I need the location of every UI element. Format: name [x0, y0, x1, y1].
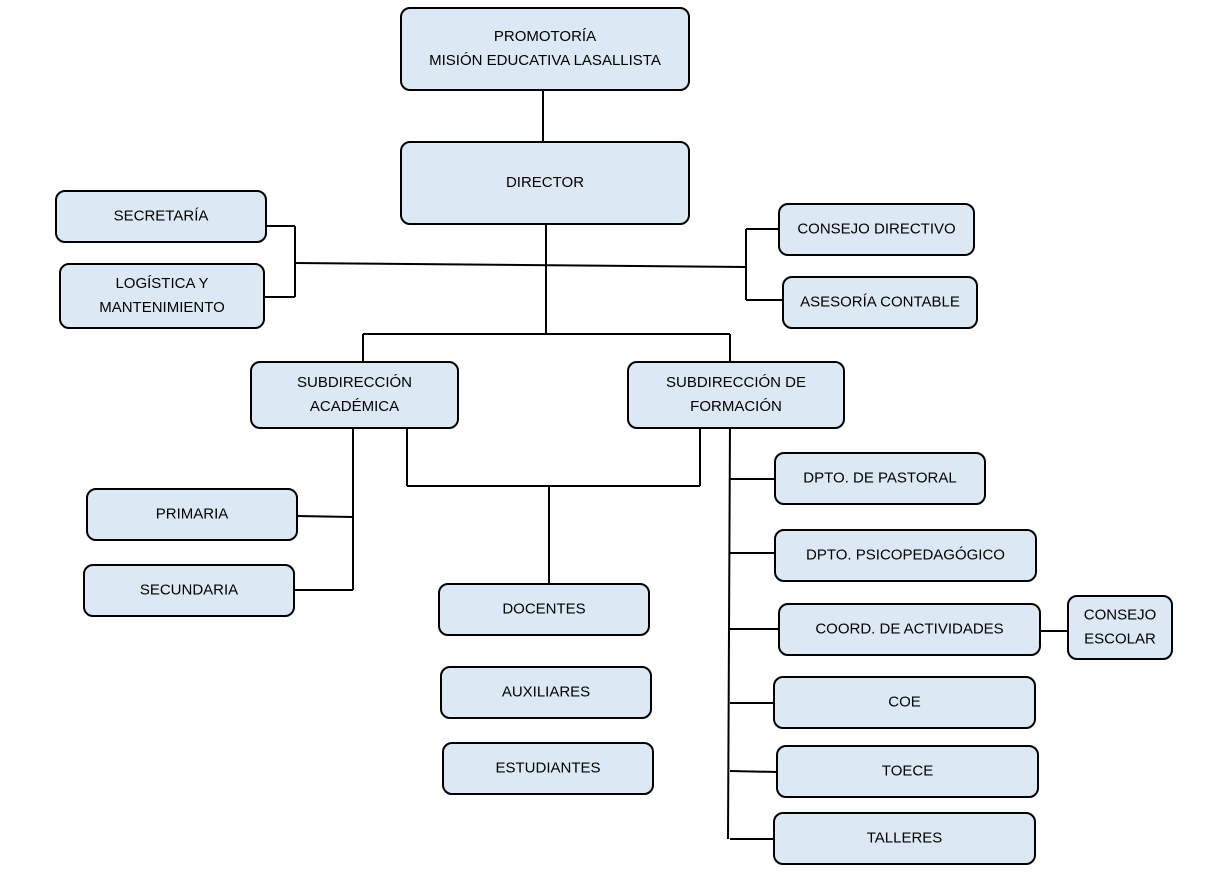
connector [727, 423, 731, 840]
box-dpto-psico: DPTO. PSICOPEDAGÓGICO [774, 529, 1037, 582]
box-label: PROMOTORÍA [494, 28, 596, 45]
box-secretaria: SECRETARÍA [55, 190, 267, 243]
box-label: ASESORÍA CONTABLE [800, 293, 960, 310]
box-label: TALLERES [867, 829, 943, 846]
box-frame [400, 141, 690, 225]
box-label: MISIÓN EDUCATIVA LASALLISTA [429, 52, 661, 69]
box-frame [782, 276, 978, 329]
box-label: CONSEJO DIRECTIVO [797, 220, 955, 237]
box-frame [773, 812, 1036, 865]
box-label: PRIMARIA [156, 505, 229, 522]
box-docentes: DOCENTES [438, 583, 650, 636]
box-label: LOGÍSTICA Y [115, 275, 208, 292]
box-label: DIRECTOR [506, 174, 584, 191]
box-label: SECUNDARIA [140, 581, 238, 598]
box-label: MANTENIMIENTO [99, 299, 225, 316]
box-frame [442, 742, 654, 795]
box-frame [250, 361, 459, 429]
box-asesoria-contable: ASESORÍA CONTABLE [782, 276, 978, 329]
box-frame [627, 361, 845, 429]
box-label: SECRETARÍA [114, 207, 209, 224]
box-label: DPTO. DE PASTORAL [803, 469, 956, 486]
box-frame [438, 583, 650, 636]
box-label: CONSEJO [1084, 606, 1157, 623]
box-label: SUBDIRECCIÓN [297, 374, 412, 391]
box-label: FORMACIÓN [690, 398, 782, 415]
box-label: ESTUDIANTES [495, 759, 600, 776]
box-sub-formacion: SUBDIRECCIÓN DE FORMACIÓN [627, 361, 845, 429]
box-label: DPTO. PSICOPEDAGÓGICO [806, 546, 1005, 563]
box-label: SUBDIRECCIÓN DE [666, 374, 806, 391]
box-label: COORD. DE ACTIVIDADES [815, 620, 1003, 637]
box-coe: COE [773, 676, 1036, 729]
box-frame [86, 488, 298, 541]
box-frame [83, 564, 295, 617]
box-promotoria: PROMOTORÍA MISIÓN EDUCATIVA LASALLISTA [400, 7, 690, 91]
box-auxiliares: AUXILIARES [440, 666, 652, 719]
connector [729, 770, 778, 773]
box-estudiantes: ESTUDIANTES [442, 742, 654, 795]
box-label: TOECE [882, 762, 933, 779]
connector [294, 262, 747, 268]
connectors [264, 90, 1068, 840]
box-talleres: TALLERES [773, 812, 1036, 865]
box-primaria: PRIMARIA [86, 488, 298, 541]
box-toece: TOECE [776, 745, 1039, 798]
box-frame [774, 452, 986, 505]
box-coord-actividades: COORD. DE ACTIVIDADES [778, 603, 1041, 656]
box-frame [773, 676, 1036, 729]
box-label: ESCOLAR [1084, 630, 1156, 647]
box-label: COE [888, 693, 921, 710]
box-consejo-directivo: CONSEJO DIRECTIVO [778, 203, 975, 256]
box-dpto-pastoral: DPTO. DE PASTORAL [774, 452, 986, 505]
box-secundaria: SECUNDARIA [83, 564, 295, 617]
box-frame [774, 529, 1037, 582]
box-frame [778, 203, 975, 256]
box-frame [400, 7, 690, 91]
box-director: DIRECTOR [400, 141, 690, 225]
box-logistica: LOGÍSTICA Y MANTENIMIENTO [59, 263, 265, 329]
box-frame [778, 603, 1041, 656]
box-sub-academica: SUBDIRECCIÓN ACADÉMICA [250, 361, 459, 429]
nodes: PROMOTORÍA MISIÓN EDUCATIVA LASALLISTA DIR… [55, 7, 1173, 865]
box-frame [440, 666, 652, 719]
box-label: ACADÉMICA [310, 398, 399, 415]
box-label: AUXILIARES [502, 683, 590, 700]
box-frame [776, 745, 1039, 798]
box-frame [59, 263, 265, 329]
box-frame [1067, 595, 1173, 660]
box-label: DOCENTES [502, 600, 585, 617]
box-frame [55, 190, 267, 243]
connector [296, 515, 354, 518]
box-consejo-escolar: CONSEJO ESCOLAR [1067, 595, 1173, 660]
